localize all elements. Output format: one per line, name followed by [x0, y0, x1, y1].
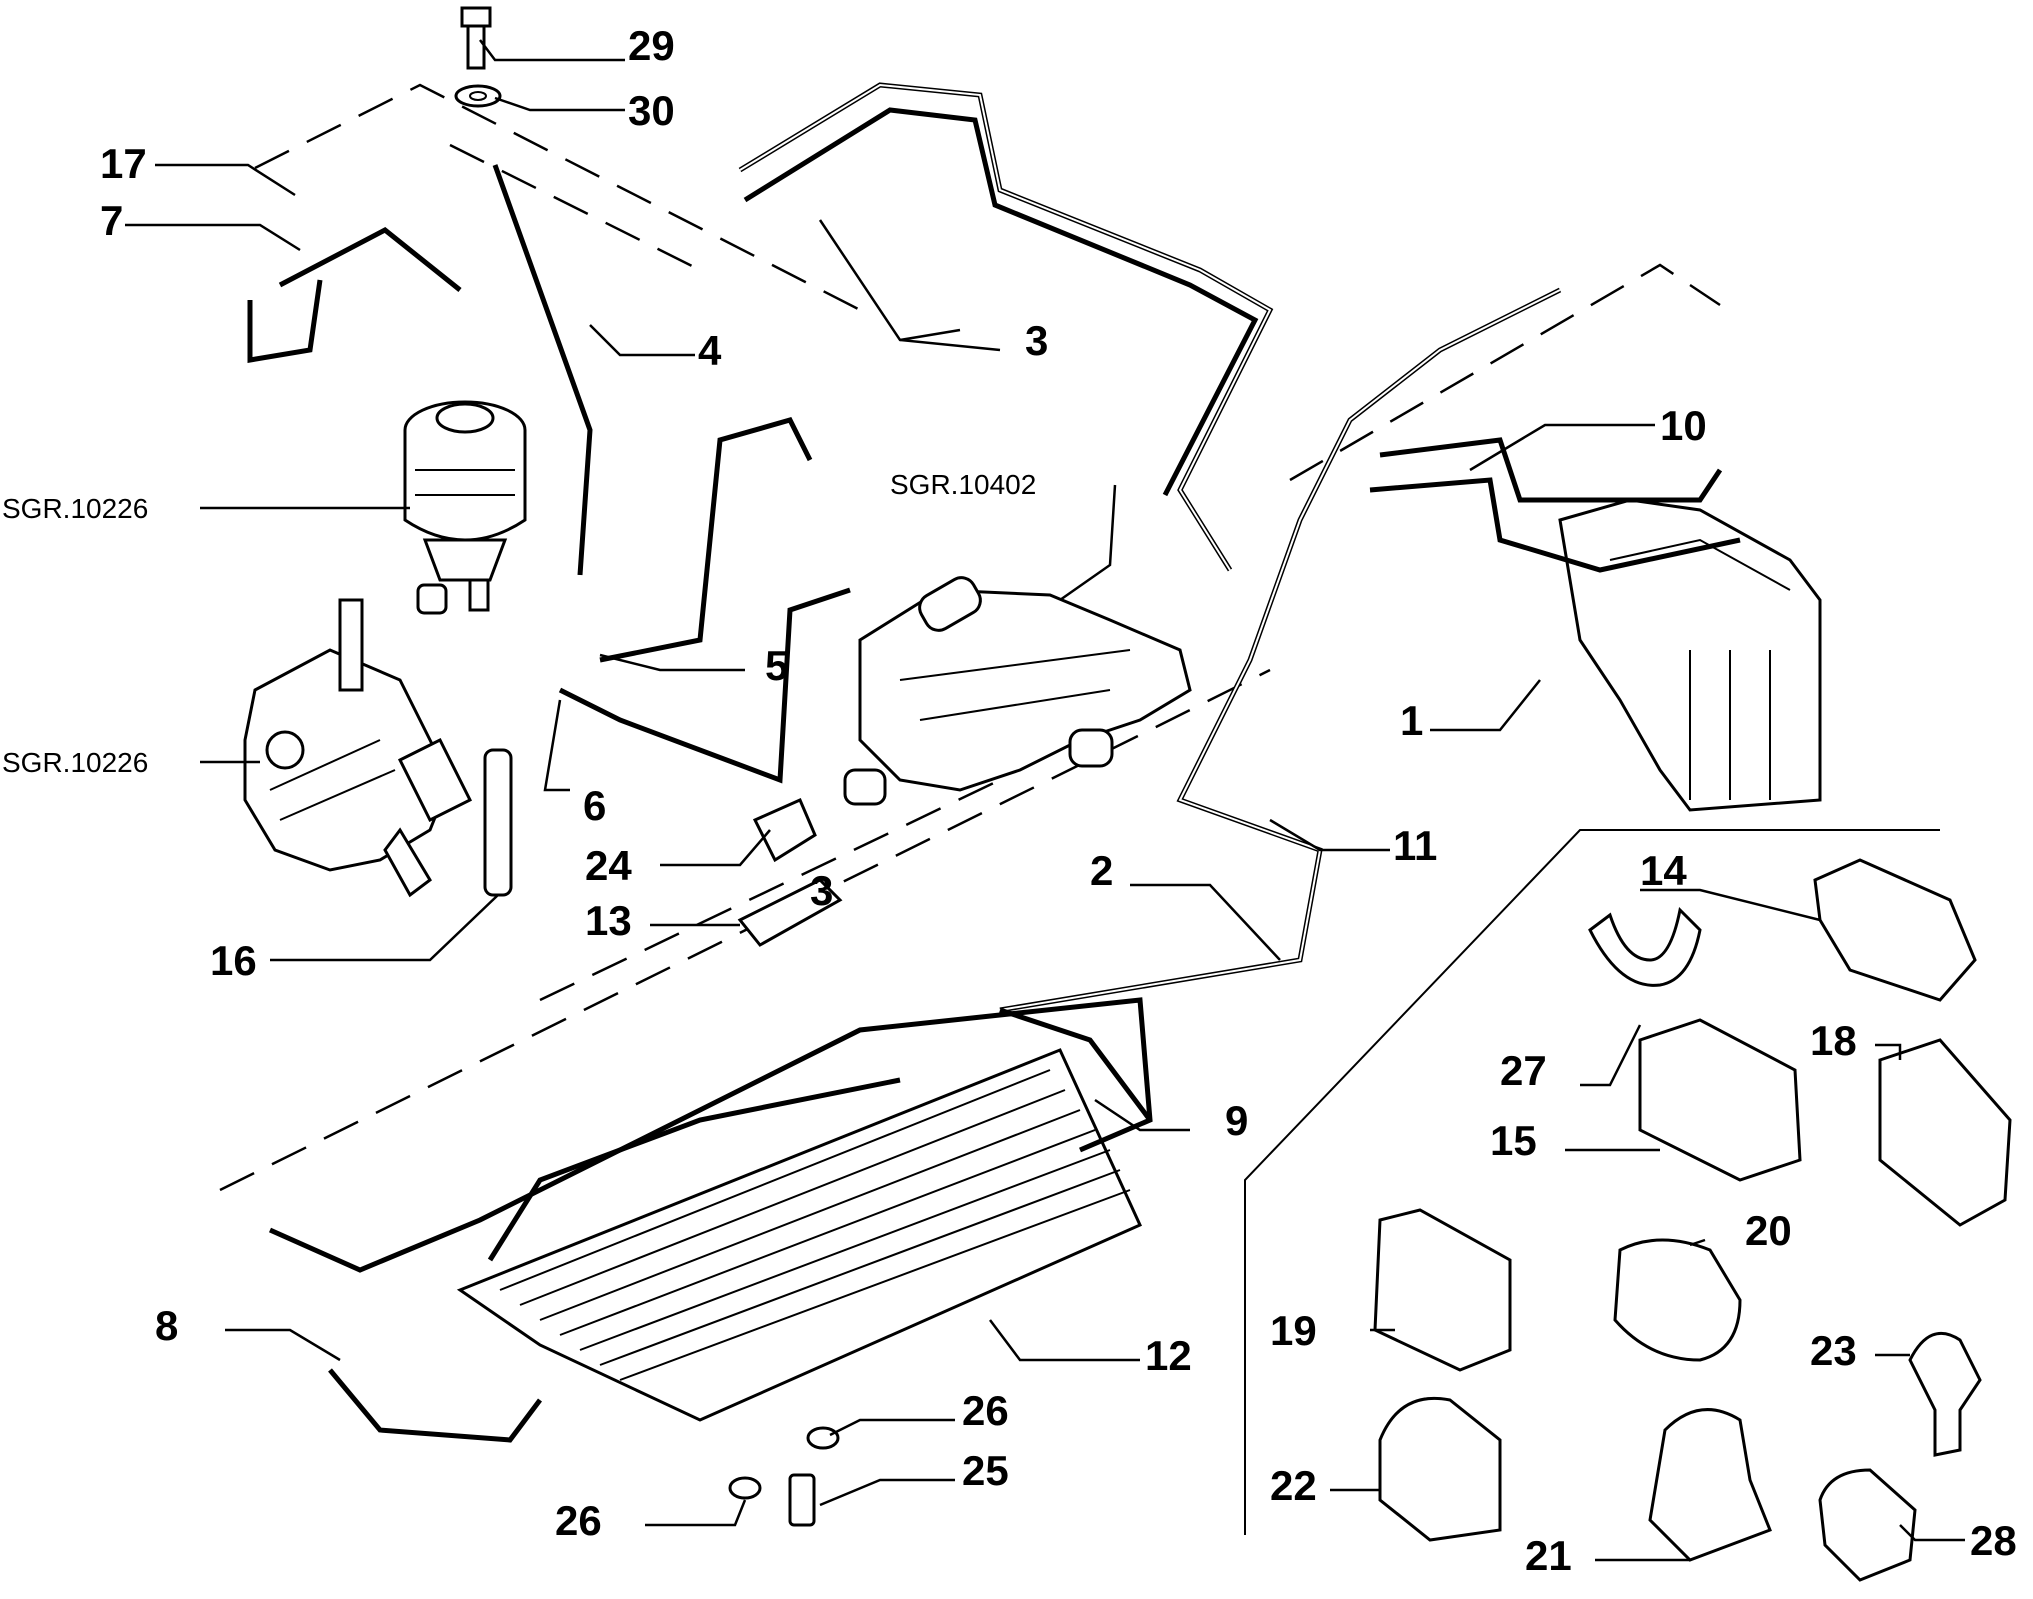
callout-24: 24	[585, 842, 632, 889]
clip-28[interactable]	[1818, 1468, 1917, 1582]
clip-23[interactable]	[1908, 1331, 1982, 1457]
clip-15[interactable]	[1638, 1018, 1802, 1182]
engine-block	[1558, 498, 1822, 812]
callout-22: 22	[1270, 1462, 1317, 1509]
injection-pump[interactable]	[243, 598, 473, 898]
fuel-filter[interactable]	[403, 400, 527, 615]
callout-25: 25	[962, 1447, 1009, 1494]
bolt-25[interactable]	[788, 1473, 816, 1527]
callout-6: 6	[583, 782, 606, 829]
callout-labels: 29 30 17 7 4 3 10 5 1 6 11 2 24 14 3 13 …	[100, 22, 2017, 1579]
callout-7: 7	[100, 197, 123, 244]
callout-21: 21	[1525, 1532, 1572, 1579]
fuel-heater-plate[interactable]	[456, 1048, 1142, 1422]
callout-12: 12	[1145, 1332, 1192, 1379]
callout-2: 2	[1090, 847, 1113, 894]
clip-20[interactable]	[1613, 1238, 1742, 1362]
callout-3-top: 3	[1025, 317, 1048, 364]
inset-frame	[1244, 829, 1940, 1535]
callout-26-left: 26	[555, 1497, 602, 1544]
callout-20: 20	[1745, 1207, 1792, 1254]
ref-sgr-thermostat: SGR.10402	[890, 469, 1036, 500]
layout-guides	[219, 83, 1721, 1192]
clip-21[interactable]	[1648, 1408, 1772, 1562]
callout-8: 8	[155, 1302, 178, 1349]
reference-labels: SGR.10226 SGR.10226 SGR.10402	[2, 469, 1036, 778]
leader-lines	[125, 39, 1965, 1562]
callout-3-bottom: 3	[810, 867, 833, 914]
bracket-24[interactable]	[752, 798, 817, 863]
callout-29: 29	[628, 22, 675, 69]
callout-10: 10	[1660, 402, 1707, 449]
callout-28: 28	[1970, 1517, 2017, 1564]
ref-sgr-pump: SGR.10226	[2, 747, 148, 778]
callout-16: 16	[210, 937, 257, 984]
callout-30: 30	[628, 87, 675, 134]
nut-26-a[interactable]	[806, 1426, 840, 1450]
nut-26-b[interactable]	[728, 1476, 762, 1500]
callout-9: 9	[1225, 1097, 1248, 1144]
callout-23: 23	[1810, 1327, 1857, 1374]
clip-18[interactable]	[1878, 1038, 2012, 1227]
fuel-pipes	[247, 82, 1741, 1443]
bolt-29[interactable]	[460, 6, 492, 70]
callout-13: 13	[585, 897, 632, 944]
callout-11: 11	[1393, 822, 1437, 869]
callout-27: 27	[1500, 1047, 1547, 1094]
callout-26-right: 26	[962, 1387, 1009, 1434]
clip-22[interactable]	[1378, 1396, 1502, 1542]
clip-13[interactable]	[737, 878, 843, 947]
callout-14: 14	[1640, 847, 1687, 894]
washer-30[interactable]	[454, 84, 502, 108]
callout-18: 18	[1810, 1017, 1857, 1064]
callout-4: 4	[698, 327, 722, 374]
callout-5: 5	[765, 642, 788, 689]
clip-19[interactable]	[1373, 1208, 1512, 1372]
thermostat-housing[interactable]	[843, 573, 1192, 806]
callout-15: 15	[1490, 1117, 1537, 1164]
callout-19: 19	[1270, 1307, 1317, 1354]
ref-sgr-filter: SGR.10226	[2, 493, 148, 524]
clip-14[interactable]	[1813, 858, 1977, 1002]
callout-1: 1	[1400, 697, 1423, 744]
callout-17: 17	[100, 140, 147, 187]
clip-27[interactable]	[1588, 906, 1702, 987]
hose-16[interactable]	[483, 748, 513, 897]
